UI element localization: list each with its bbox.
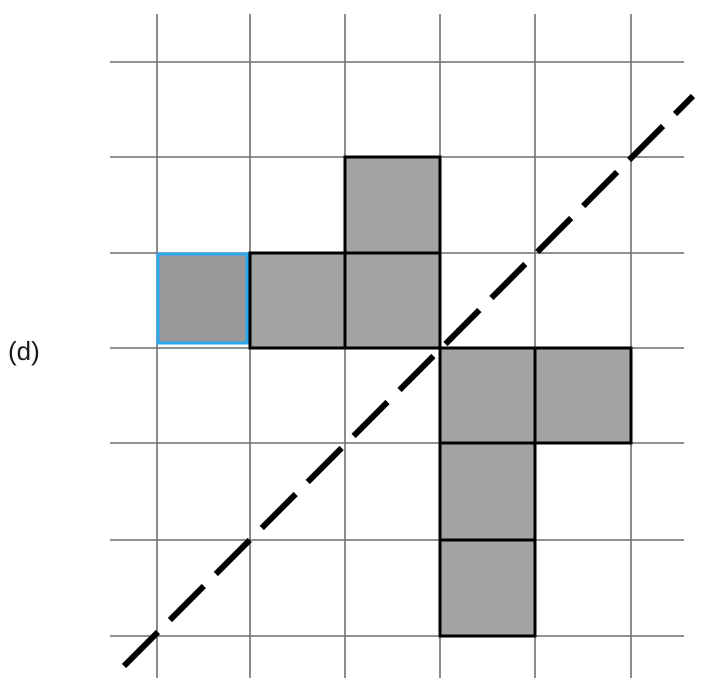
highlighted-cell (156, 252, 249, 345)
shaded-cell (438, 441, 537, 542)
highlighted-cell-group (156, 252, 249, 345)
shaded-cell (438, 538, 537, 638)
shaded-cells (248, 155, 633, 638)
figure-label: (d) (8, 336, 40, 366)
shaded-cell (343, 155, 442, 255)
shaded-cell (438, 346, 537, 445)
shaded-cell (248, 251, 347, 350)
shaded-cell (533, 346, 633, 445)
shaded-cell (343, 251, 442, 350)
dashed-diagonal-line (121, 93, 696, 669)
